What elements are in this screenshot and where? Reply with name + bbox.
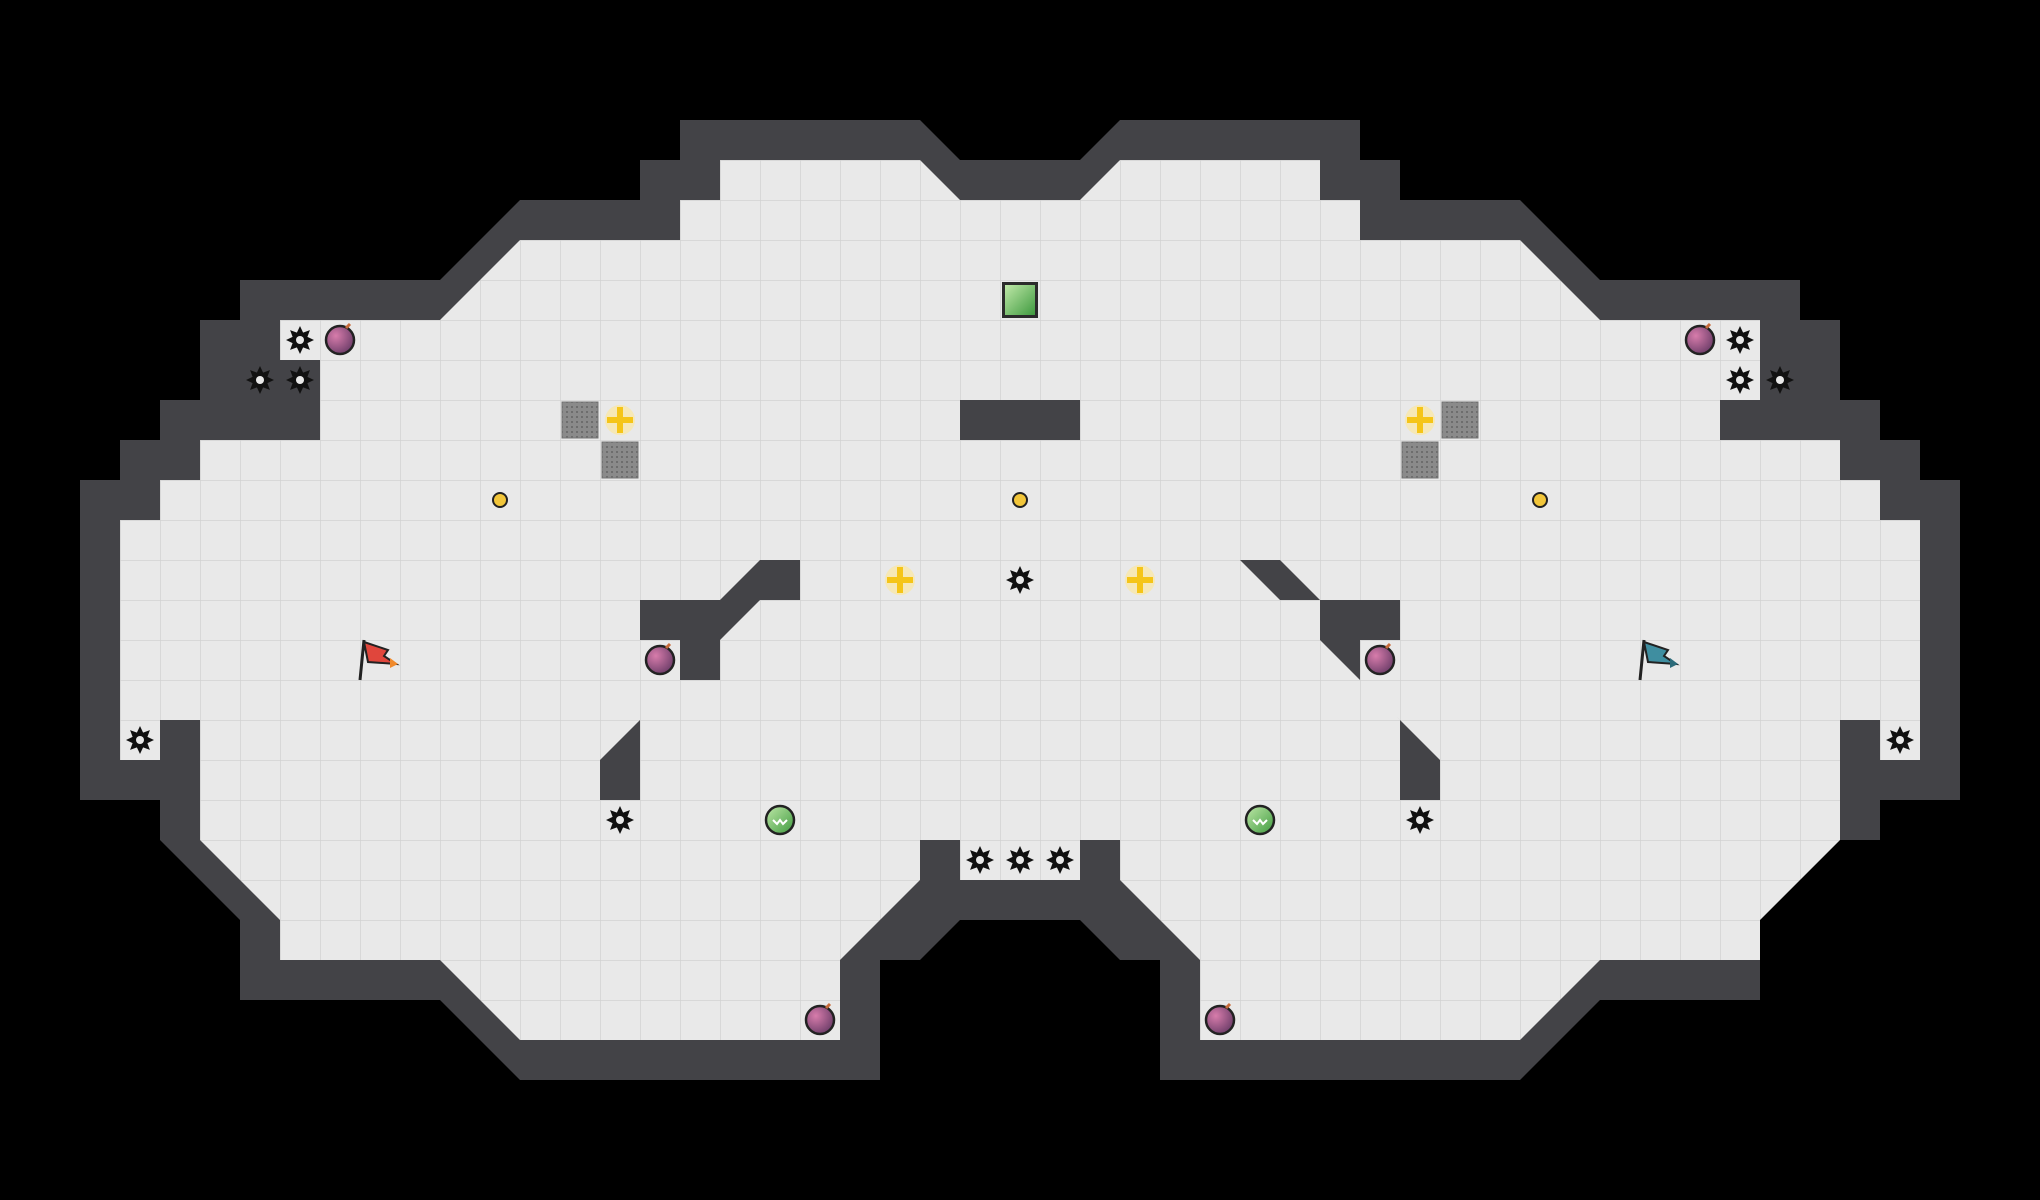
gates-layer <box>561 401 1479 479</box>
boosts-layer <box>605 405 1435 595</box>
spike-icon <box>1726 326 1754 354</box>
spike-icon <box>126 726 154 754</box>
top-portal-square[interactable] <box>1002 282 1038 318</box>
portal-icon <box>1244 804 1276 836</box>
bomb-icon <box>1204 1002 1236 1036</box>
spike-icon <box>1406 806 1434 834</box>
left-ramp-wall <box>600 560 800 800</box>
blue-flag-icon[interactable] <box>1638 639 1680 681</box>
bomb-icon <box>324 322 356 356</box>
boost-icon <box>1125 565 1155 595</box>
spike-icon <box>1046 846 1074 874</box>
spike-icon <box>286 366 314 394</box>
gate-tile <box>561 401 599 439</box>
gate-tile <box>1441 401 1479 439</box>
boost-icon <box>1405 405 1435 435</box>
spike-icon <box>606 806 634 834</box>
powerups-layer <box>492 492 1548 508</box>
boost-icon <box>605 405 635 435</box>
bomb-icon <box>644 642 676 676</box>
spike-icon <box>246 366 274 394</box>
gate-tile <box>1401 441 1439 479</box>
center-top-wall <box>960 400 1080 440</box>
inner-walls <box>160 400 1880 800</box>
spike-icon <box>286 326 314 354</box>
powerup-icon <box>1532 492 1548 508</box>
spike-icon <box>1766 366 1794 394</box>
spike-icon <box>1726 366 1754 394</box>
red-flag-icon[interactable] <box>358 639 400 681</box>
spike-icon <box>966 846 994 874</box>
spike-icon <box>1006 846 1034 874</box>
boost-icon <box>885 565 915 595</box>
gate-tile <box>601 441 639 479</box>
bomb-icon <box>804 1002 836 1036</box>
bomb-icon <box>1364 642 1396 676</box>
bombs-layer <box>324 322 1716 1036</box>
spike-icon <box>1886 726 1914 754</box>
portals-layer <box>764 804 1276 836</box>
spikes-layer <box>126 326 1914 874</box>
spike-icon <box>1006 566 1034 594</box>
bomb-icon <box>1684 322 1716 356</box>
powerup-icon <box>1012 492 1028 508</box>
right-ramp-wall <box>1240 560 1440 800</box>
portal-icon <box>764 804 796 836</box>
powerup-icon <box>492 492 508 508</box>
